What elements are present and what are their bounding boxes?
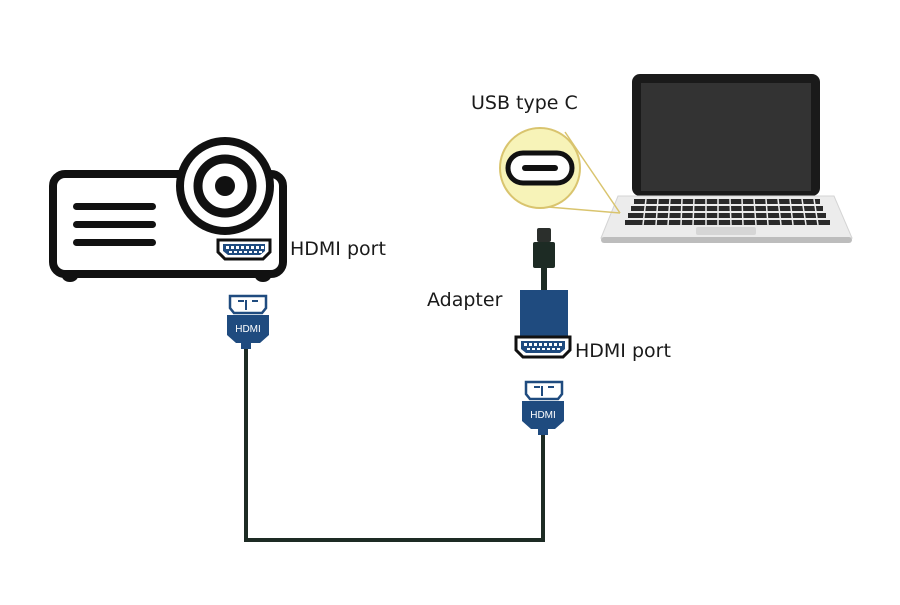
- laptop-screen: [641, 83, 811, 191]
- usb-c-adapter: [514, 228, 572, 359]
- projector-vent-2: [73, 221, 156, 228]
- adapter-hdmi-port: [514, 335, 572, 359]
- adapter-label: Adapter: [427, 289, 503, 311]
- usb-c-plug-body: [533, 242, 555, 268]
- hdmi-plug-right-label: HDMI: [530, 410, 556, 421]
- projector-vent-3: [73, 239, 156, 246]
- adapter-hdmi-port-label: HDMI port: [575, 340, 671, 362]
- usb-c-plug-tip: [537, 228, 551, 242]
- hdmi-plug-right: HDMI: [522, 380, 564, 435]
- laptop: [600, 74, 853, 243]
- projector-lens: [176, 137, 274, 235]
- hdmi-plug-left-label: HDMI: [235, 324, 261, 335]
- projector-hdmi-port-label: HDMI port: [290, 238, 386, 260]
- hdmi-cable: [244, 342, 545, 542]
- laptop-touchpad: [696, 227, 756, 235]
- projector-vent-1: [73, 203, 156, 210]
- hdmi-plug-left: HDMI: [227, 294, 269, 349]
- laptop-keyboard: [625, 199, 830, 225]
- projector-hdmi-port: [216, 238, 272, 261]
- usb-type-c-label: USB type C: [471, 92, 578, 114]
- projector: [49, 137, 287, 282]
- usb-c-port-icon: [505, 150, 575, 186]
- usb-c-callout: [499, 127, 621, 214]
